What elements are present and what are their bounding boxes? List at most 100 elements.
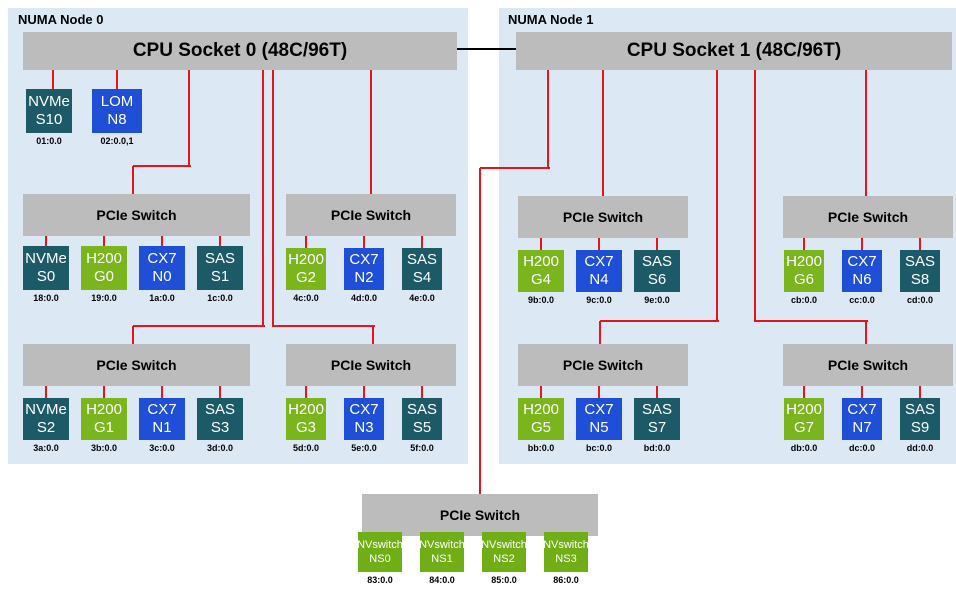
pcie-link-line	[219, 386, 221, 399]
pci-address-label: 4d:0.0	[350, 293, 377, 303]
pci-address-label: 1a:0.0	[149, 293, 175, 303]
pci-address-label: 02:0.0,1	[100, 136, 134, 146]
pcie-link-line	[305, 386, 307, 399]
device-id-label: S6	[647, 271, 667, 288]
device-id-label: G7	[793, 419, 814, 436]
pcie-link-line	[598, 238, 600, 251]
pcie-link-line	[363, 236, 365, 249]
device-type-label: NVswitch	[357, 539, 403, 551]
pcie-link-line	[133, 165, 191, 167]
pcie-link-line	[479, 168, 481, 511]
device-id-label: S2	[36, 419, 56, 436]
pcie-link-line	[919, 238, 921, 251]
device-type-label: CX7	[147, 401, 177, 418]
device-type-label: CX7	[847, 253, 877, 270]
pci-address-label: 4c:0.0	[293, 293, 319, 303]
pcie-link-line	[540, 386, 542, 399]
device-id-label: NS1	[431, 553, 453, 565]
pcie-link-line	[421, 386, 423, 399]
device-id-label: N7	[852, 419, 872, 436]
device-type-label: NVMe	[25, 401, 67, 418]
device-id-label: N4	[589, 271, 609, 288]
pcie-link-line	[656, 238, 658, 251]
pcie-link-line	[865, 321, 867, 345]
device-type-label: SAS	[204, 250, 235, 267]
pcie-link-line	[861, 238, 863, 251]
pcie-link-line	[262, 70, 264, 327]
pcie-switch: PCIe Switch	[286, 194, 456, 236]
device-id-label: N5	[589, 419, 609, 436]
pci-address-label: 1c:0.0	[207, 293, 233, 303]
device-type-label: CX7	[584, 401, 614, 418]
pcie-link-line	[132, 166, 134, 195]
device-id-label: G1	[93, 419, 114, 436]
pcie-link-line	[370, 70, 372, 195]
device-type-label: SAS	[641, 253, 672, 270]
device-type-label: CX7	[349, 401, 379, 418]
device-type-label: H200	[523, 401, 559, 418]
pci-address-label: 01:0.0	[36, 136, 62, 146]
pcie-link-line	[273, 325, 375, 327]
device-type-label: CX7	[847, 401, 877, 418]
device-id-label: N6	[852, 271, 872, 288]
pcie-link-line	[656, 386, 658, 399]
device-id-label: S7	[647, 419, 667, 436]
pcie-link-line	[52, 70, 54, 90]
device-id-label: N8	[107, 111, 127, 128]
device-type-label: H200	[288, 401, 324, 418]
device-id-label: S9	[910, 419, 930, 436]
pcie-switch: PCIe Switch	[783, 196, 953, 238]
pcie-switch: PCIe Switch	[286, 344, 456, 386]
device-type-label: H200	[86, 250, 122, 267]
pcie-link-line	[305, 236, 307, 249]
pcie-link-line	[547, 70, 549, 169]
device-id-label: S1	[210, 268, 230, 285]
pcie-link-line	[45, 236, 47, 247]
pci-address-label: 5f:0.0	[410, 443, 434, 453]
pcie-link-line	[133, 325, 265, 327]
pci-address-label: cb:0.0	[790, 295, 817, 305]
device-type-label: H200	[288, 251, 324, 268]
device-type-label: H200	[523, 253, 559, 270]
pcie-link-line	[865, 70, 867, 197]
device-type-label: SAS	[904, 401, 935, 418]
device-type-label: LOM	[100, 93, 134, 110]
numa-node-0-region	[8, 8, 468, 464]
pcie-switch: PCIe Switch	[518, 344, 688, 386]
pci-address-label: 19:0.0	[91, 293, 117, 303]
device-id-label: G2	[295, 269, 316, 286]
pcie-switch: PCIe Switch	[23, 194, 250, 236]
pci-address-label: 9e:0.0	[644, 295, 670, 305]
pcie-link-line	[363, 386, 365, 399]
device-type-label: SAS	[641, 401, 672, 418]
pci-address-label: 4e:0.0	[409, 293, 435, 303]
pci-address-label: 9b:0.0	[527, 295, 554, 305]
pcie-link-line	[161, 386, 163, 399]
pcie-link-line	[755, 320, 868, 322]
pci-address-label: db:0.0	[790, 443, 818, 453]
device-type-label: SAS	[204, 401, 235, 418]
pci-address-label: dc:0.0	[848, 443, 875, 453]
device-type-label: NVswitch	[481, 539, 527, 551]
device-id-label: S0	[36, 268, 56, 285]
pcie-link-line	[116, 70, 118, 90]
device-type-label: SAS	[904, 253, 935, 270]
